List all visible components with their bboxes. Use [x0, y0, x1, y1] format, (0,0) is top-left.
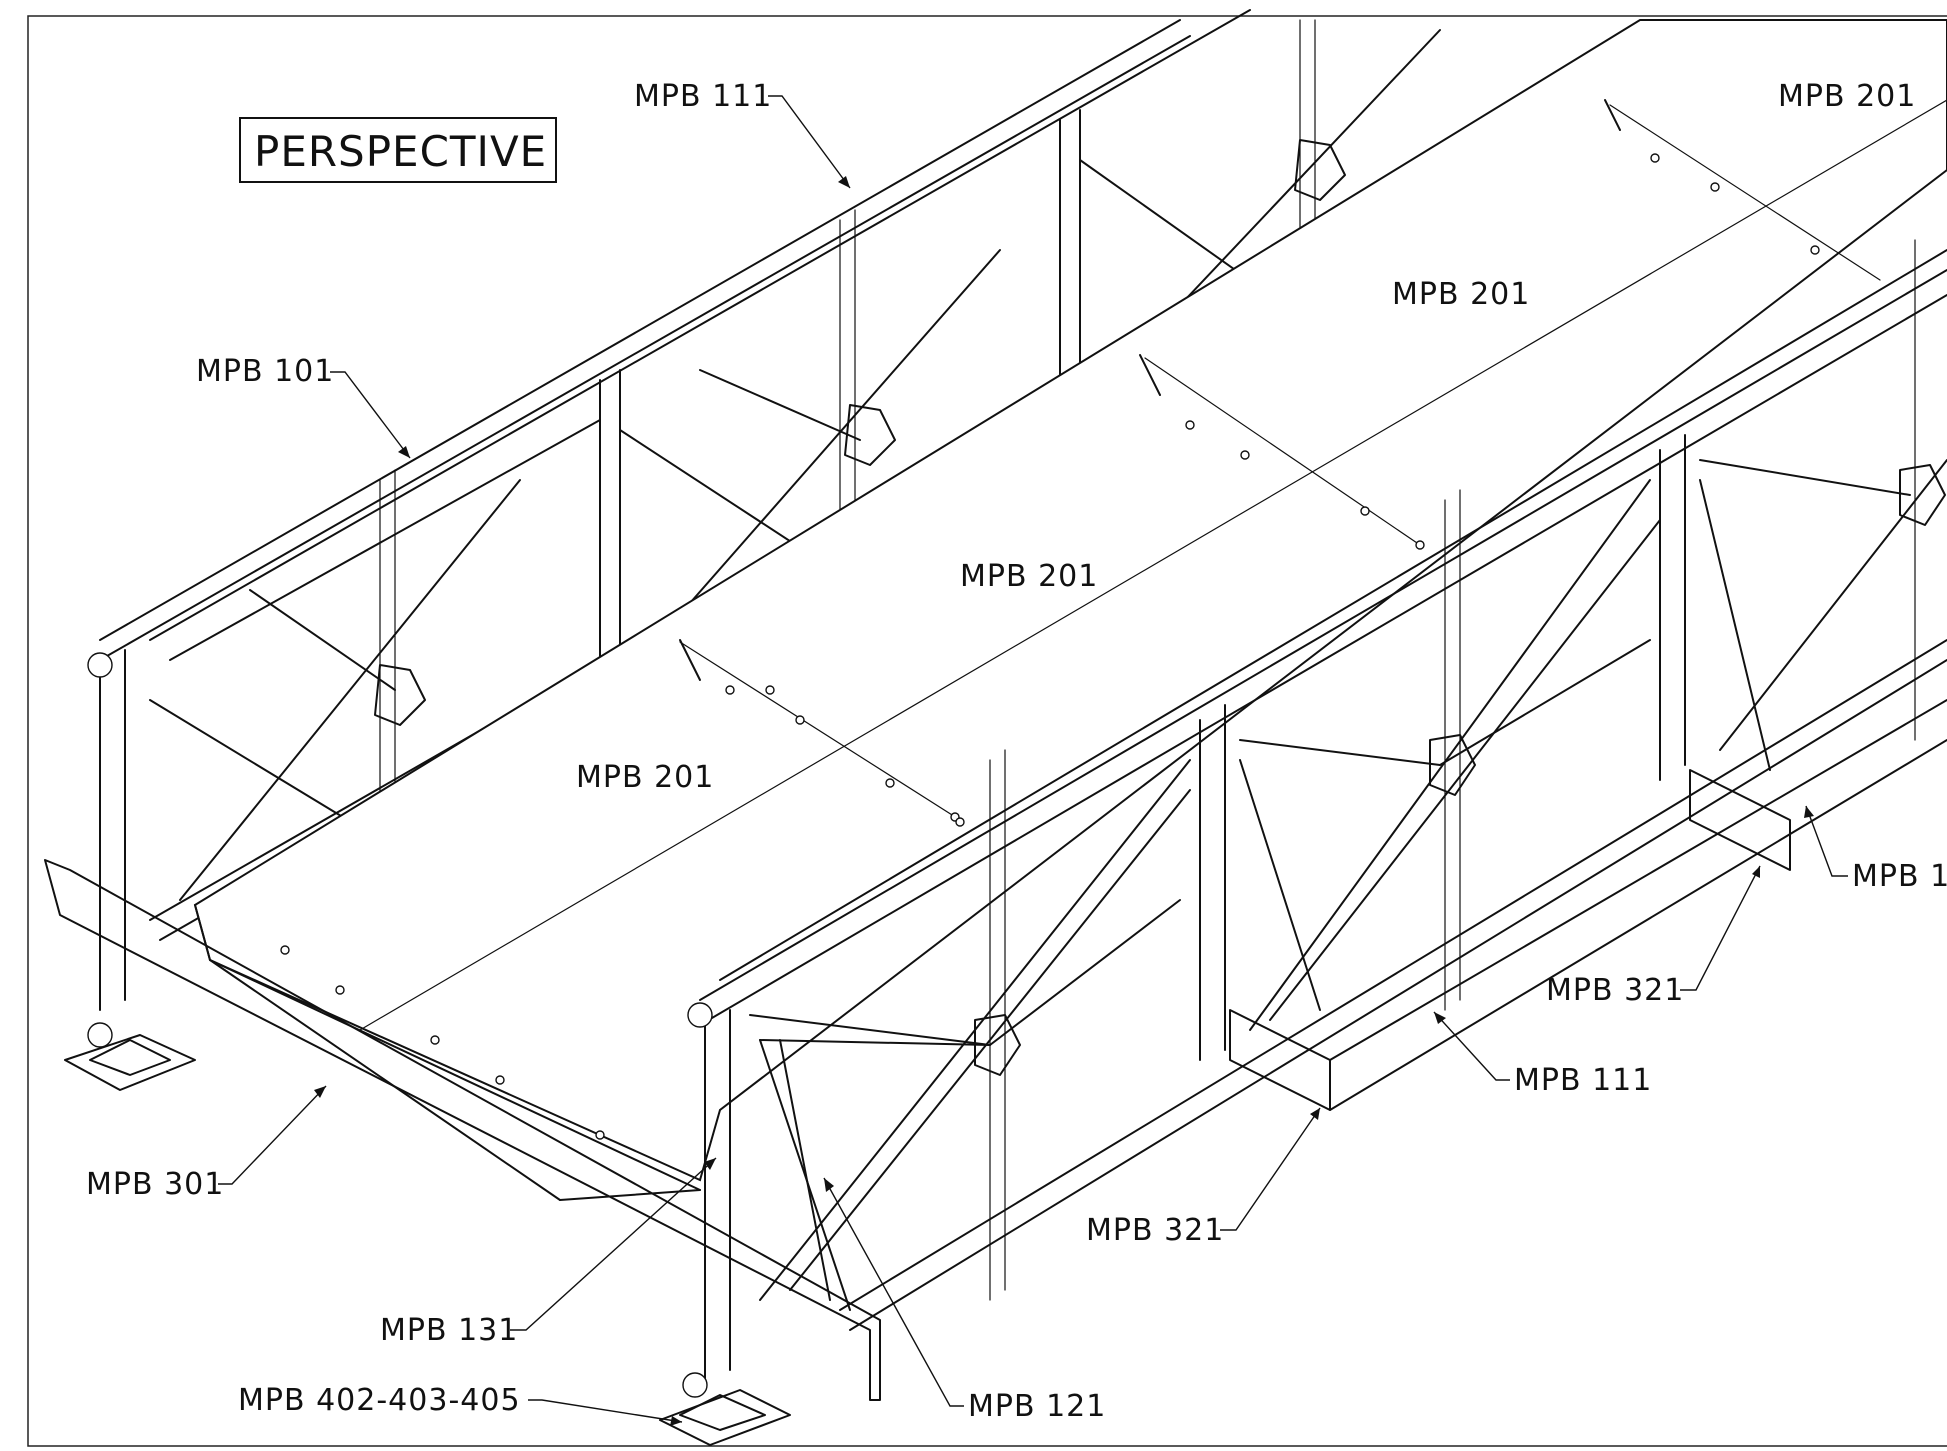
callout-label: MPB 131: [380, 1313, 518, 1348]
callout-label: MPB 201: [960, 559, 1098, 594]
callout-label: MPB 201: [1778, 79, 1916, 114]
callout-label: MPB 321: [1546, 973, 1684, 1008]
transoms: [44, 699, 1947, 1401]
callout-label: MPB 301: [86, 1167, 224, 1202]
callout-label: MPB 111: [1514, 1063, 1652, 1098]
near-truss: [699, 239, 1947, 1381]
callout-label: MPB 201: [1392, 277, 1530, 312]
callout-label: MPB 201: [576, 760, 714, 795]
callout-label: MPB 1: [1852, 859, 1947, 894]
callouts: MPB 111 MPB 201 MPB 201 MPB 201 MPB 201 …: [86, 79, 1947, 1426]
callout-label: MPB 321: [1086, 1213, 1224, 1248]
title: PERSPECTIVE: [254, 127, 547, 176]
deck: [193, 19, 1947, 1201]
drawing-frame: [27, 15, 1947, 1447]
callout-label: MPB 111: [634, 79, 772, 114]
callout-label: MPB 121: [968, 1389, 1106, 1424]
base-plates: [64, 652, 791, 1446]
callout-label: MPB 101: [196, 354, 334, 389]
callout-label: MPB 402-403-405: [238, 1383, 521, 1418]
title-box: [239, 117, 557, 183]
